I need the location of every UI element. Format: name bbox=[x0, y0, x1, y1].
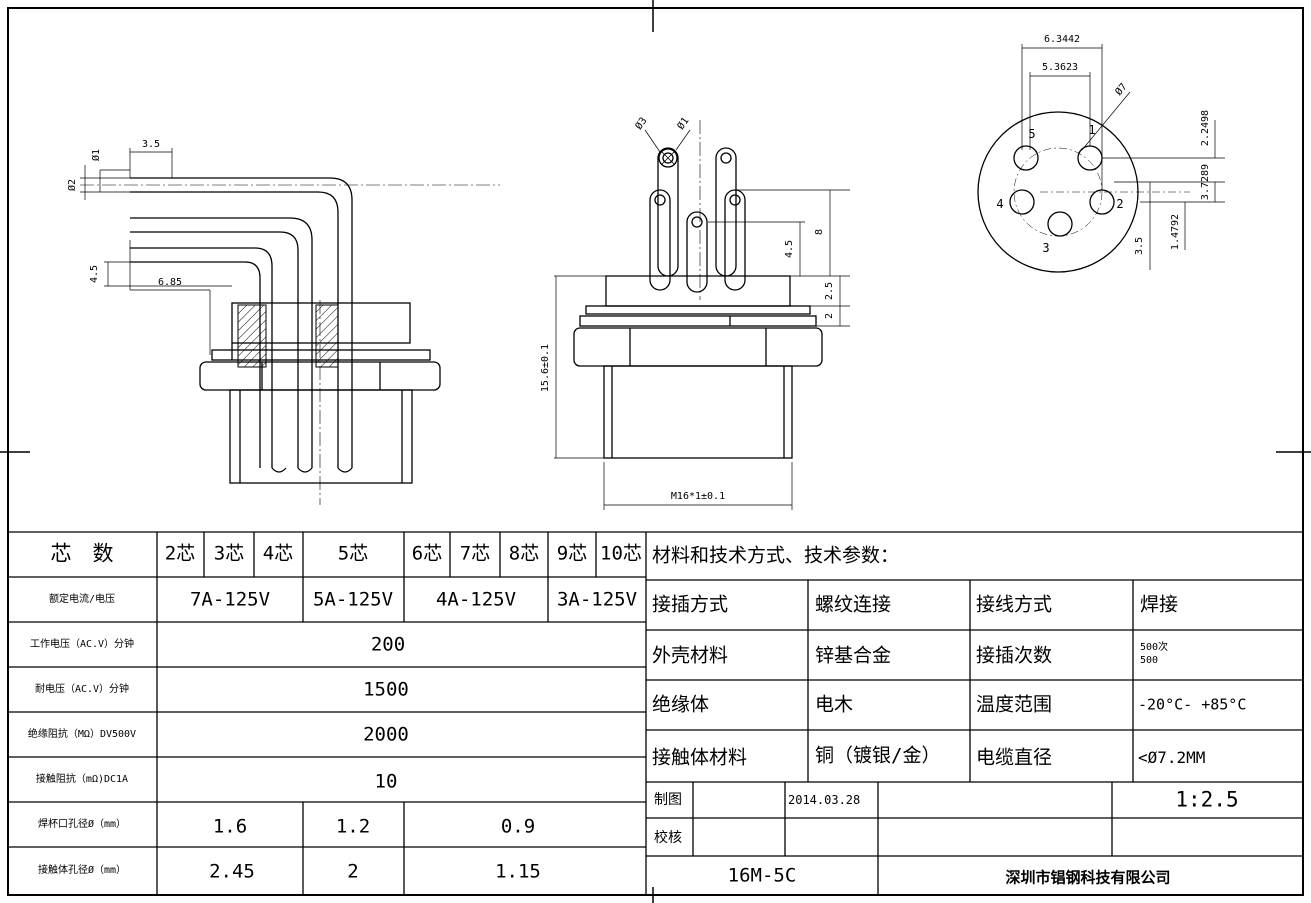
dim-2-2498: 2.2498 bbox=[1200, 109, 1211, 147]
face-view-dimensions bbox=[1021, 44, 1225, 270]
core-6: 6芯 bbox=[411, 542, 443, 565]
row-label-rated: 额定电流/电压 bbox=[48, 594, 116, 605]
core-8: 8芯 bbox=[508, 542, 540, 565]
dim-2: 2 bbox=[824, 312, 835, 320]
spec-wiring-label: 接线方式 bbox=[976, 593, 1053, 616]
core-3: 3芯 bbox=[213, 542, 245, 565]
spec-cable-value: <Ø7.2MM bbox=[1138, 748, 1206, 767]
row-label-working-voltage: 工作电压（AC.V）分钟 bbox=[29, 639, 135, 650]
solder-cup-6-10: 0.9 bbox=[500, 815, 536, 838]
spec-cable-label: 电缆直径 bbox=[976, 746, 1053, 769]
dim-phi1-left: Ø1 bbox=[91, 148, 102, 162]
dim-5-3623: 5.3623 bbox=[1041, 62, 1079, 73]
spec-contact-value: 铜（镀银/金） bbox=[815, 744, 941, 767]
row-label-insulation: 绝缘阻抗（MΩ）DV500V bbox=[27, 729, 137, 740]
solder-cup-5: 1.2 bbox=[335, 815, 371, 838]
part-number: 16M-5C bbox=[727, 864, 797, 887]
spec-temp-label: 温度范围 bbox=[976, 693, 1053, 716]
front-view-straight bbox=[573, 120, 823, 459]
row-label-contact-resistance: 接触阻抗（mΩ)DC1A bbox=[35, 774, 129, 785]
spec-cycles-value: 500次 bbox=[1140, 642, 1169, 653]
core-9: 9芯 bbox=[556, 542, 588, 565]
spec-temp-value: -20°C- +85°C bbox=[1138, 695, 1247, 714]
dim-4-5-mid: 4.5 bbox=[784, 239, 795, 259]
spec-contact-label: 接触体材料 bbox=[652, 746, 748, 769]
dim-phi2-left: Ø2 bbox=[67, 178, 78, 192]
dim-6-85: 6.85 bbox=[157, 277, 183, 288]
rated-6-8: 4A-125V bbox=[435, 588, 517, 611]
pin-3-label: 3 bbox=[1042, 241, 1050, 255]
pin-4-label: 4 bbox=[996, 197, 1004, 211]
pin-1-label: 1 bbox=[1088, 123, 1096, 137]
dim-3-7289: 3.7289 bbox=[1200, 163, 1211, 201]
core-5: 5芯 bbox=[337, 542, 369, 565]
row-label-solder-cup: 焊杯口孔径Ø（mm） bbox=[37, 819, 127, 830]
dim-4-5-left: 4.5 bbox=[89, 264, 100, 284]
pin-2-label: 2 bbox=[1116, 197, 1124, 211]
company-name: 深圳市锠钢科技有限公司 bbox=[1005, 868, 1171, 887]
scale-value: 1:2.5 bbox=[1175, 787, 1239, 812]
solder-cup-2-4: 1.6 bbox=[212, 815, 248, 838]
core-10: 10芯 bbox=[600, 542, 642, 565]
dim-3-5-right: 3.5 bbox=[1134, 236, 1145, 256]
spec-insulator-label: 绝缘体 bbox=[652, 693, 710, 716]
side-view-dimensions bbox=[80, 148, 232, 355]
spec-cycles-sub: 500 bbox=[1140, 655, 1159, 666]
front-view-dimensions bbox=[554, 129, 850, 510]
row-label-contact-hole: 接触体孔径Ø（mm） bbox=[37, 865, 127, 876]
spec-cycles-label: 接插次数 bbox=[976, 644, 1053, 667]
side-view-right-angle bbox=[80, 177, 500, 505]
spec-shell-value: 锌基合金 bbox=[815, 644, 892, 667]
spec-mating-label: 接插方式 bbox=[652, 593, 729, 616]
table-grid bbox=[8, 531, 1303, 895]
spec-mating-value: 螺纹连接 bbox=[815, 593, 892, 616]
core-count-label: 芯 数 bbox=[50, 541, 114, 566]
dim-3-5: 3.5 bbox=[141, 139, 161, 150]
hatch-right bbox=[315, 304, 339, 368]
dim-8: 8 bbox=[814, 228, 825, 236]
spec-insulator-value: 电木 bbox=[815, 693, 854, 716]
contact-hole-5: 2 bbox=[347, 860, 359, 883]
rated-5: 5A-125V bbox=[312, 588, 394, 611]
withstand-voltage-value: 1500 bbox=[363, 678, 409, 701]
spec-wiring-value: 焊接 bbox=[1140, 593, 1179, 616]
core-7: 7芯 bbox=[459, 542, 491, 565]
contact-hole-6-10: 1.15 bbox=[495, 860, 541, 883]
working-voltage-value: 200 bbox=[370, 633, 406, 656]
rated-9-10: 3A-125V bbox=[556, 588, 638, 611]
dim-15-6: 15.6±0.1 bbox=[540, 343, 551, 393]
core-2: 2芯 bbox=[164, 542, 196, 565]
pin-5-label: 5 bbox=[1028, 127, 1036, 141]
date-value: 2014.03.28 bbox=[788, 793, 861, 807]
dim-2-5: 2.5 bbox=[824, 281, 835, 301]
core-4: 4芯 bbox=[262, 542, 294, 565]
dim-m16: M16*1±0.1 bbox=[670, 491, 726, 502]
dim-1-4792: 1.4792 bbox=[1170, 213, 1181, 251]
draw-label: 制图 bbox=[654, 792, 682, 808]
dim-6-3442: 6.3442 bbox=[1043, 34, 1081, 45]
spec-shell-label: 外壳材料 bbox=[652, 644, 729, 667]
insulation-value: 2000 bbox=[363, 723, 409, 746]
materials-title: 材料和技术方式、技术参数： bbox=[652, 544, 900, 567]
hatch-left bbox=[237, 304, 267, 368]
contact-resistance-value: 10 bbox=[374, 770, 398, 793]
check-label: 校核 bbox=[654, 830, 682, 846]
row-label-withstand-voltage: 耐电压（AC.V）分钟 bbox=[34, 684, 130, 695]
contact-hole-2-4: 2.45 bbox=[209, 860, 255, 883]
rated-2-4: 7A-125V bbox=[189, 588, 271, 611]
